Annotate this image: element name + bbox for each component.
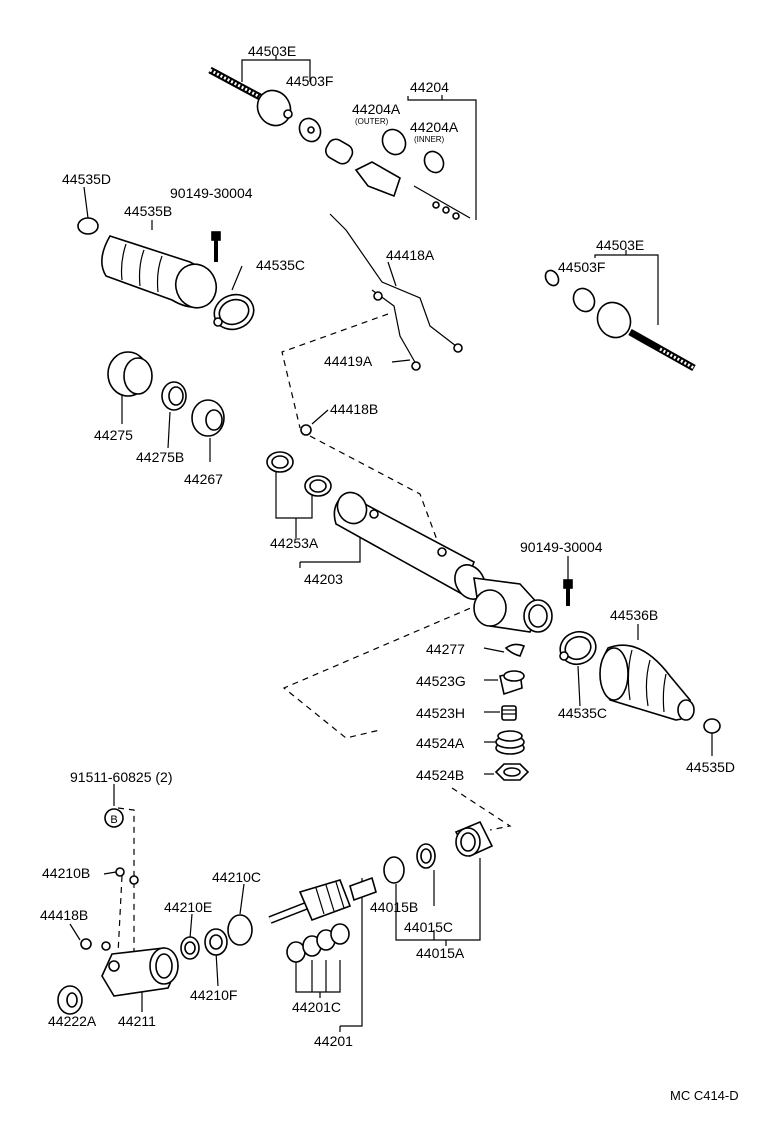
label-44210B: 44210B: [42, 865, 90, 881]
leader-lines: [69, 56, 713, 1032]
label-91511: 91511-60825 (2): [70, 769, 172, 785]
bolt-90149-top: [211, 231, 221, 262]
label-44253A: 44253A: [270, 535, 319, 551]
label-44277: 44277: [426, 641, 465, 657]
label-44418B-top: 44418B: [330, 401, 378, 417]
plug-44015A: [454, 820, 494, 858]
rack-guide-44523G: [499, 670, 525, 696]
seal-44210F: [204, 928, 228, 956]
seal-44418B: [300, 424, 312, 436]
spring-44523H: [501, 705, 517, 721]
label-outer: (OUTER): [355, 117, 389, 126]
label-44535B: 44535B: [124, 203, 172, 219]
nut-44524B: [494, 763, 530, 781]
footer-code: MC C414-D: [670, 1088, 739, 1103]
housing-44211: [101, 947, 179, 997]
label-44503E-right: 44503E: [596, 237, 644, 253]
bushing-44275B: [161, 381, 187, 411]
label-44210E: 44210E: [164, 899, 212, 915]
guide-44277: [504, 643, 526, 657]
label-44211: 44211: [118, 1013, 156, 1029]
bolt-b-91511: B: [104, 808, 124, 828]
label-44418A: 44418A: [386, 247, 435, 263]
rings-44201C: [286, 923, 350, 963]
label-90149-mid: 90149-30004: [520, 539, 603, 555]
bolt-90149-mid: [563, 579, 573, 606]
label-44204A-outer: 44204A: [352, 101, 401, 117]
label-44201: 44201: [314, 1033, 353, 1049]
clamp-44535C-bot: [559, 630, 597, 666]
label-44203: 44203: [304, 571, 343, 587]
label-44267: 44267: [184, 471, 223, 487]
rings-44253A: [266, 451, 332, 497]
label-44418B-bot: 44418B: [40, 907, 88, 923]
label-44201C: 44201C: [292, 999, 341, 1015]
clip-44535D-bot: [703, 718, 721, 734]
cap-44524A: [495, 730, 525, 755]
label-44535C-top: 44535C: [256, 257, 305, 273]
housing-44203: [333, 491, 553, 633]
label-44419A: 44419A: [324, 353, 373, 369]
label-44204A-inner: 44204A: [410, 119, 459, 135]
oring-44210C: [227, 914, 253, 946]
label-44210C: 44210C: [212, 869, 261, 885]
label-44524B: 44524B: [416, 767, 464, 783]
label-44535D-top: 44535D: [62, 171, 111, 187]
label-44536B: 44536B: [610, 607, 658, 623]
label-44523H: 44523H: [416, 705, 465, 721]
clamp-44535C-top: [213, 293, 255, 331]
label-44503F-top: 44503F: [286, 73, 333, 89]
seal-44418B-bot: [80, 938, 111, 951]
label-44015A: 44015A: [416, 945, 465, 961]
label-44503E-top: 44503E: [248, 43, 296, 59]
dashed-guides: [117, 313, 512, 955]
pinion-44201: [268, 876, 377, 924]
tie-rod-end-right: [572, 287, 696, 372]
rack-assembly: [325, 128, 561, 287]
bearing-44015C: [416, 843, 436, 869]
clip-44535D-top: [77, 217, 99, 235]
label-44015C: 44015C: [404, 919, 453, 935]
label-44535D-bot: 44535D: [686, 759, 735, 775]
boot-44536B: [599, 644, 695, 721]
bolt-b-label: B: [110, 814, 117, 826]
grommet-44267: [191, 399, 225, 437]
label-44275B: 44275B: [136, 449, 184, 465]
label-44210F: 44210F: [190, 987, 237, 1003]
label-44503F-right: 44503F: [558, 259, 605, 275]
label-90149-top: 90149-30004: [170, 185, 253, 201]
oring-44015B: [383, 856, 405, 884]
label-44275: 44275: [94, 427, 133, 443]
boot-44275: [107, 351, 153, 397]
cap-44222A: [57, 985, 83, 1015]
tie-rod-end-left: [208, 66, 293, 127]
label-44535C-bot: 44535C: [558, 705, 607, 721]
label-44222A: 44222A: [48, 1013, 97, 1029]
tube-44418A: [329, 213, 463, 371]
label-44015B: 44015B: [370, 899, 418, 915]
label-44523G: 44523G: [416, 673, 466, 689]
label-44524A: 44524A: [416, 735, 465, 751]
label-44204: 44204: [410, 79, 449, 95]
small-parts-44210B: [115, 867, 139, 885]
lock-nut-left: [298, 117, 322, 143]
boot-44535B: [101, 235, 218, 309]
label-inner: (INNER): [414, 135, 445, 144]
part-labels: 44503E 44503F 44204 44204A (OUTER) 44204…: [40, 43, 739, 1103]
bearing-44210E: [180, 936, 200, 960]
